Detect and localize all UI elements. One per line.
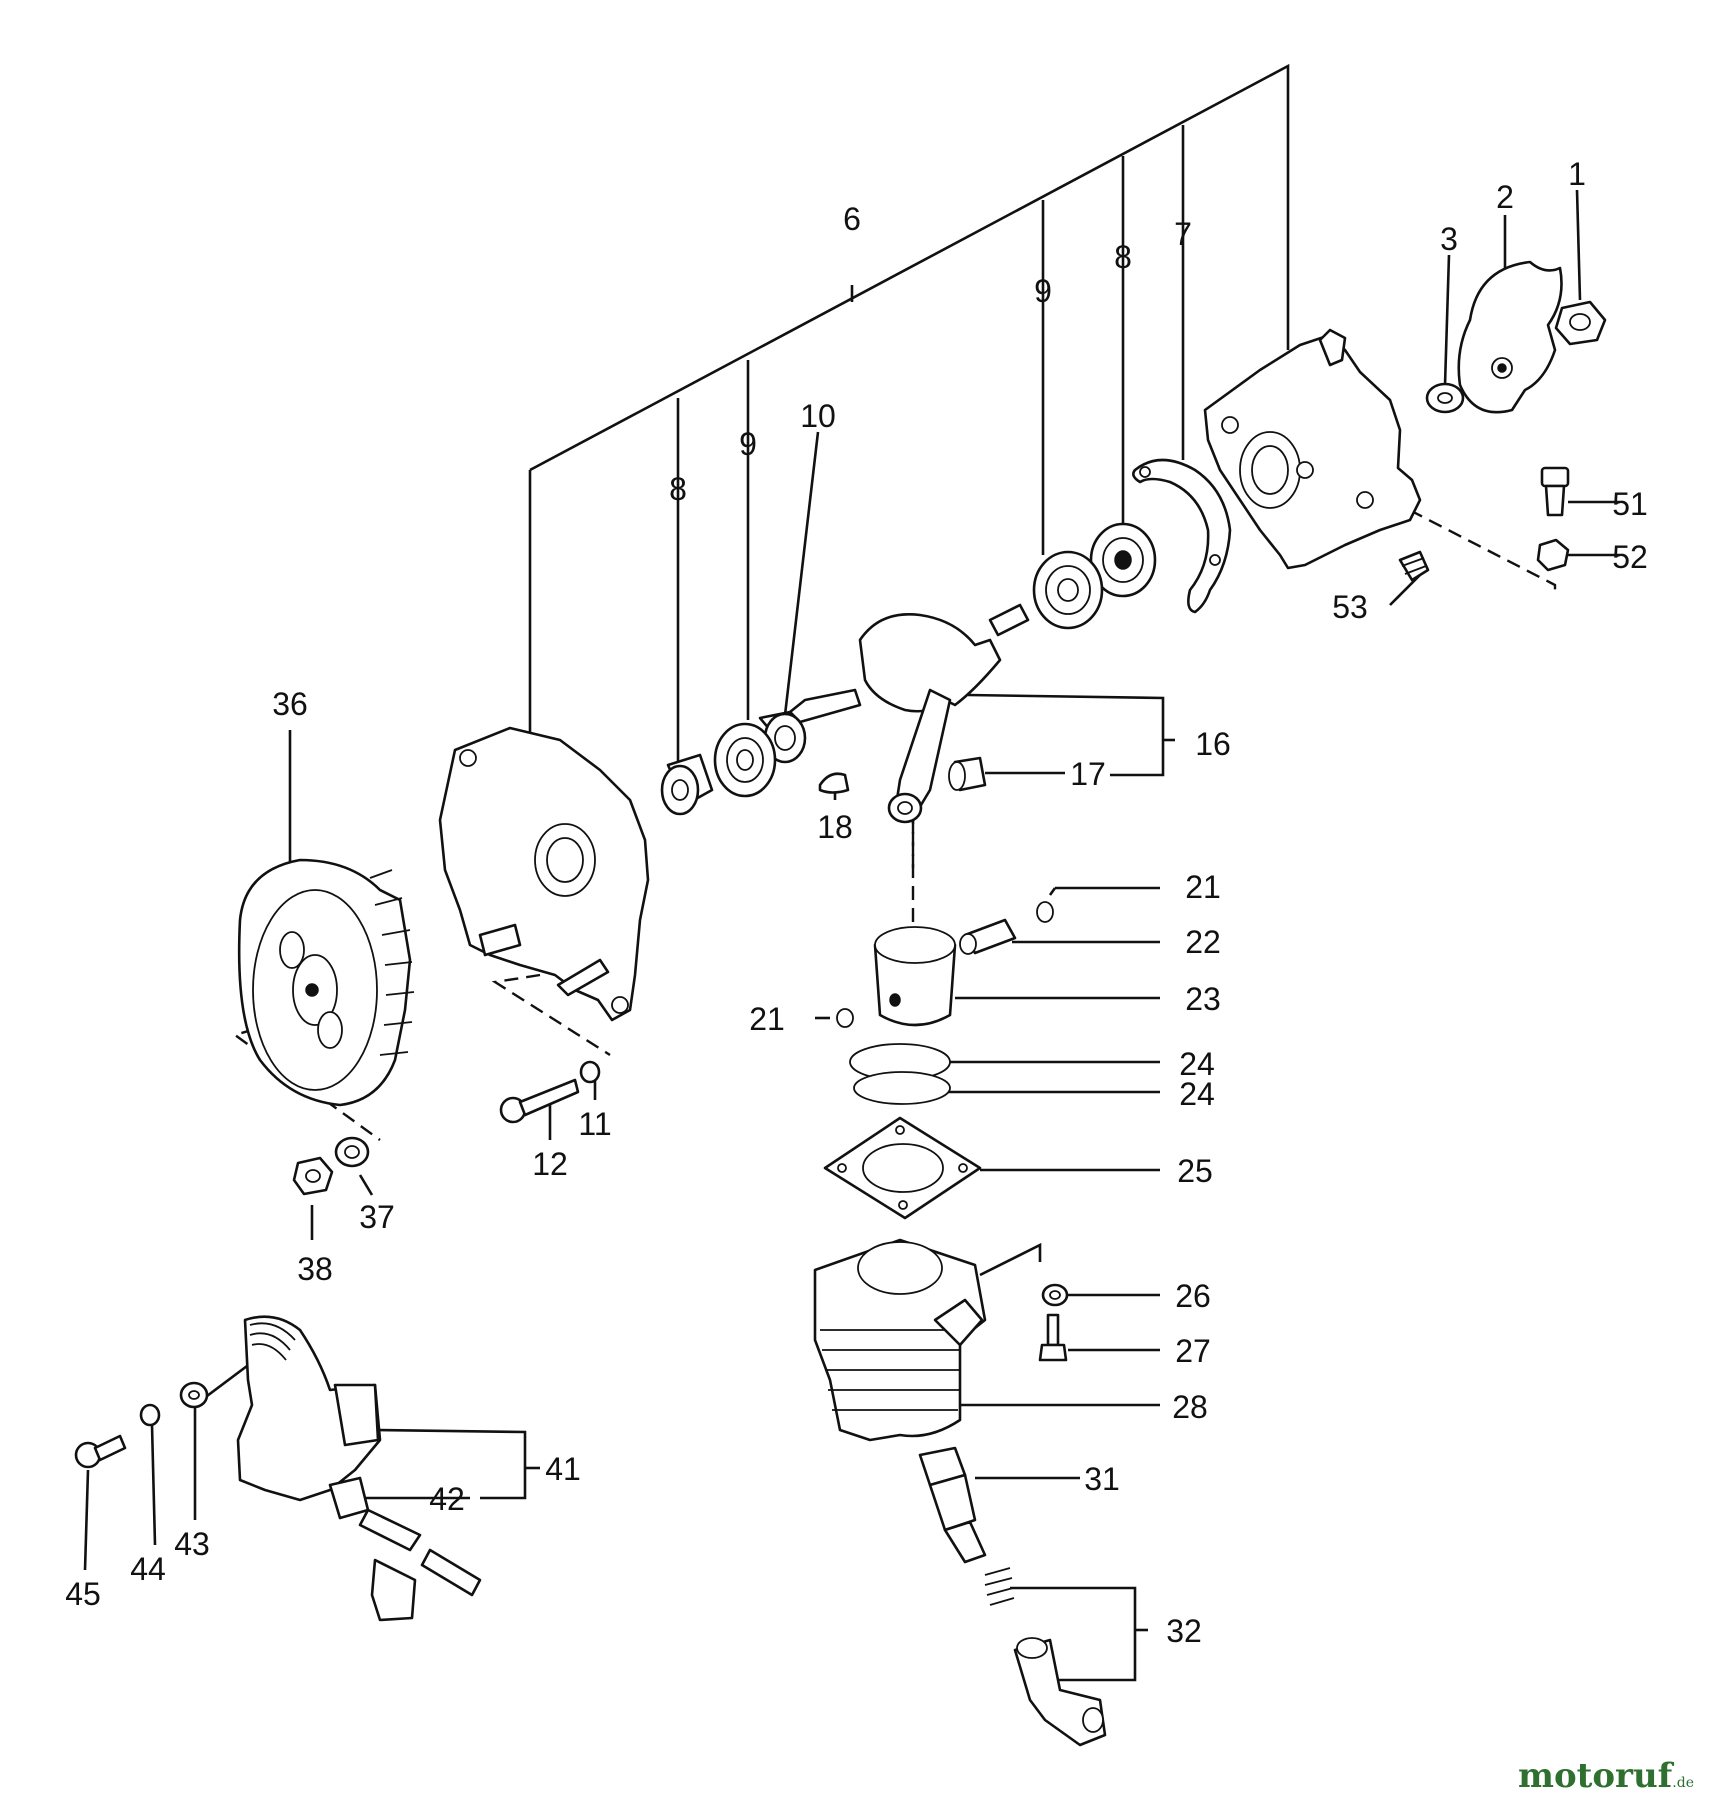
key-part-18 (818, 772, 850, 794)
bearing-part-8-upper (1089, 522, 1157, 598)
part-number-22: 22 (1185, 924, 1221, 960)
part-number-45: 45 (65, 1576, 101, 1612)
part-number-2: 2 (1496, 179, 1514, 215)
cable-connector-part-42 (328, 1476, 482, 1622)
part-number-labels: 1 2 3 6 7 8 8 9 9 10 11 12 16 17 18 21 2… (65, 156, 1648, 1649)
part-number-8-lower: 8 (669, 471, 687, 507)
part-number-21-right: 21 (1185, 869, 1221, 905)
part-number-16: 16 (1195, 726, 1231, 762)
part-number-36: 36 (272, 686, 308, 722)
circlip-part-21-left (836, 1008, 854, 1028)
part-number-25: 25 (1177, 1153, 1213, 1189)
screw-part-45 (74, 1434, 127, 1469)
cylinder-part-28 (813, 1238, 987, 1442)
clutch-drum-part-2 (1457, 260, 1563, 414)
part-number-53: 53 (1332, 589, 1368, 625)
part-number-24-lower: 24 (1179, 1076, 1215, 1112)
part-number-27: 27 (1175, 1333, 1211, 1369)
part-number-23: 23 (1185, 981, 1221, 1017)
bearing-part-9-lower (713, 722, 777, 798)
part-number-43: 43 (174, 1526, 210, 1562)
piston-part-23 (873, 926, 957, 1027)
washer-part-3 (1425, 382, 1465, 414)
washer-part-43 (179, 1381, 209, 1409)
nut-part-38 (292, 1156, 334, 1196)
connecting-rod (887, 688, 952, 824)
washer-part-11 (579, 1060, 601, 1084)
part-number-8-upper: 8 (1114, 239, 1132, 275)
watermark-main: motoruf (1518, 1756, 1673, 1796)
crankshaft (758, 603, 1030, 732)
part-number-38: 38 (297, 1251, 333, 1287)
crankcase-left-half (438, 726, 650, 1022)
part-number-51: 51 (1612, 486, 1648, 522)
ignition-coil-part-41 (236, 1315, 382, 1502)
screw-part-27 (1038, 1313, 1068, 1362)
part-number-41: 41 (545, 1451, 581, 1487)
screw-part-12 (499, 1078, 580, 1124)
bearing-part-9-upper (1032, 550, 1104, 630)
part-number-12: 12 (532, 1146, 568, 1182)
part-number-9-upper: 9 (1034, 273, 1052, 309)
part-number-1: 1 (1568, 156, 1586, 192)
piston-ring-part-24-lower (853, 1071, 951, 1105)
part-number-3: 3 (1440, 221, 1458, 257)
leader-lines (83, 63, 1620, 1682)
bearing-part-8-lower (660, 753, 714, 816)
watermark-logo: motoruf.de (1518, 1756, 1694, 1796)
washer-part-26 (1041, 1283, 1069, 1307)
gasket-part-7 (1132, 458, 1232, 614)
parts-illustration (74, 260, 1607, 1747)
part-number-10: 10 (800, 398, 836, 434)
circlip-part-21-right (1036, 901, 1054, 923)
part-number-52: 52 (1612, 539, 1648, 575)
insert-part-53 (1398, 550, 1430, 582)
spark-plug-boot-part-32 (984, 1567, 1107, 1747)
part-number-31: 31 (1084, 1461, 1120, 1497)
needle-bearing-part-17 (948, 756, 987, 792)
nut-part-1 (1554, 300, 1607, 346)
part-number-18: 18 (817, 809, 853, 845)
nut-part-52 (1536, 538, 1570, 572)
part-number-17: 17 (1070, 756, 1106, 792)
washer-part-44 (139, 1403, 161, 1427)
washer-part-37 (334, 1136, 370, 1168)
screw-part-51 (1540, 466, 1570, 517)
part-number-37: 37 (359, 1199, 395, 1235)
part-number-28: 28 (1172, 1389, 1208, 1425)
part-number-7: 7 (1174, 216, 1192, 252)
part-number-26: 26 (1175, 1278, 1211, 1314)
crankcase-right-half (1203, 328, 1422, 570)
part-number-24-upper: 24 (1179, 1046, 1215, 1082)
part-number-42: 42 (429, 1481, 465, 1517)
spark-plug-part-31 (918, 1446, 987, 1564)
part-number-21-left: 21 (749, 1001, 785, 1037)
part-number-6: 6 (843, 201, 861, 237)
part-number-44: 44 (130, 1551, 166, 1587)
watermark-suffix: .de (1672, 1775, 1694, 1791)
part-number-9-lower: 9 (739, 426, 757, 462)
gasket-part-25 (823, 1116, 982, 1220)
flywheel-part-36 (237, 858, 415, 1107)
piston-pin-part-22 (959, 918, 1017, 955)
part-number-32: 32 (1166, 1613, 1202, 1649)
part-number-11: 11 (578, 1106, 611, 1142)
